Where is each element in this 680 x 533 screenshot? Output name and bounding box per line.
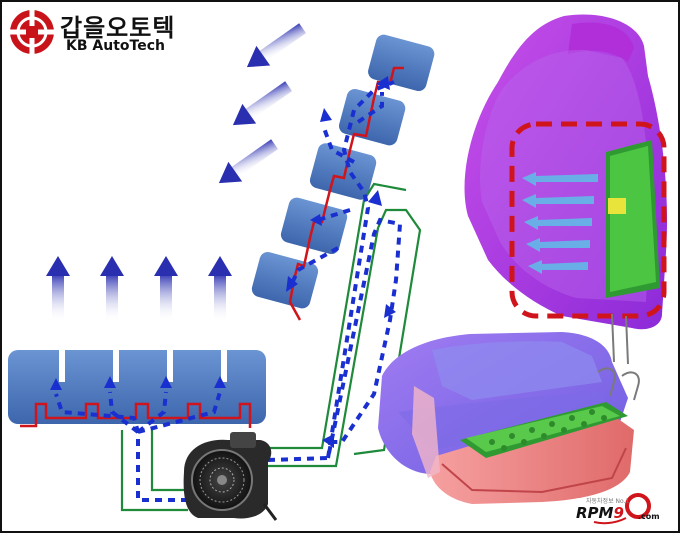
company-name-english: KB AutoTech	[66, 38, 165, 54]
seat-springs	[597, 313, 640, 401]
backrest-duct-red	[288, 66, 404, 321]
cushion-arrow-3	[154, 256, 178, 322]
backrest-cell-1	[368, 34, 435, 92]
company-logo: 갑을오토텍 KB AutoTech	[8, 8, 198, 60]
backrest-cells	[251, 34, 435, 309]
rpm9-watermark-mark	[593, 493, 651, 525]
backrest-arrow-3	[218, 139, 279, 184]
cushion-arrow-2	[100, 256, 124, 322]
backrest-heating-mat	[606, 140, 660, 298]
backrest-airflow-arrows	[218, 23, 307, 184]
watermark-brand-prefix: RPM	[576, 504, 614, 522]
backrest-cell-2	[339, 88, 406, 146]
company-name-korean: 갑을오토텍	[60, 14, 176, 42]
rpm9-watermark: 자동차정보 No.1 RPM9 .com	[568, 494, 678, 530]
blower-fan	[183, 432, 278, 521]
backrest-arrow-2	[232, 81, 293, 126]
backrest-arrow-1	[246, 23, 307, 68]
watermark-brand-digit: 9	[613, 504, 624, 522]
seat-3d	[378, 14, 668, 504]
airflow-arrowheads	[50, 76, 396, 448]
cushion-cells	[8, 350, 266, 424]
cushion-duct-red	[20, 402, 252, 428]
watermark-brand: RPM9	[576, 504, 624, 522]
backrest-air-arrows	[522, 172, 598, 274]
cushion-arrow-4	[208, 256, 232, 322]
seat-frame-base	[430, 416, 634, 504]
backrest-cell-5	[251, 251, 319, 309]
cushion-airflow-arrows	[46, 256, 232, 322]
cushion-heating-mat	[460, 402, 628, 458]
kb-autotech-logo-mark	[10, 10, 54, 54]
cushion-base	[8, 350, 266, 424]
backrest-highlight-box	[509, 121, 667, 319]
watermark-small-text: 자동차정보 No.1	[586, 498, 630, 505]
cushion-arrow-1	[46, 256, 70, 322]
watermark-domain: .com	[638, 512, 660, 521]
